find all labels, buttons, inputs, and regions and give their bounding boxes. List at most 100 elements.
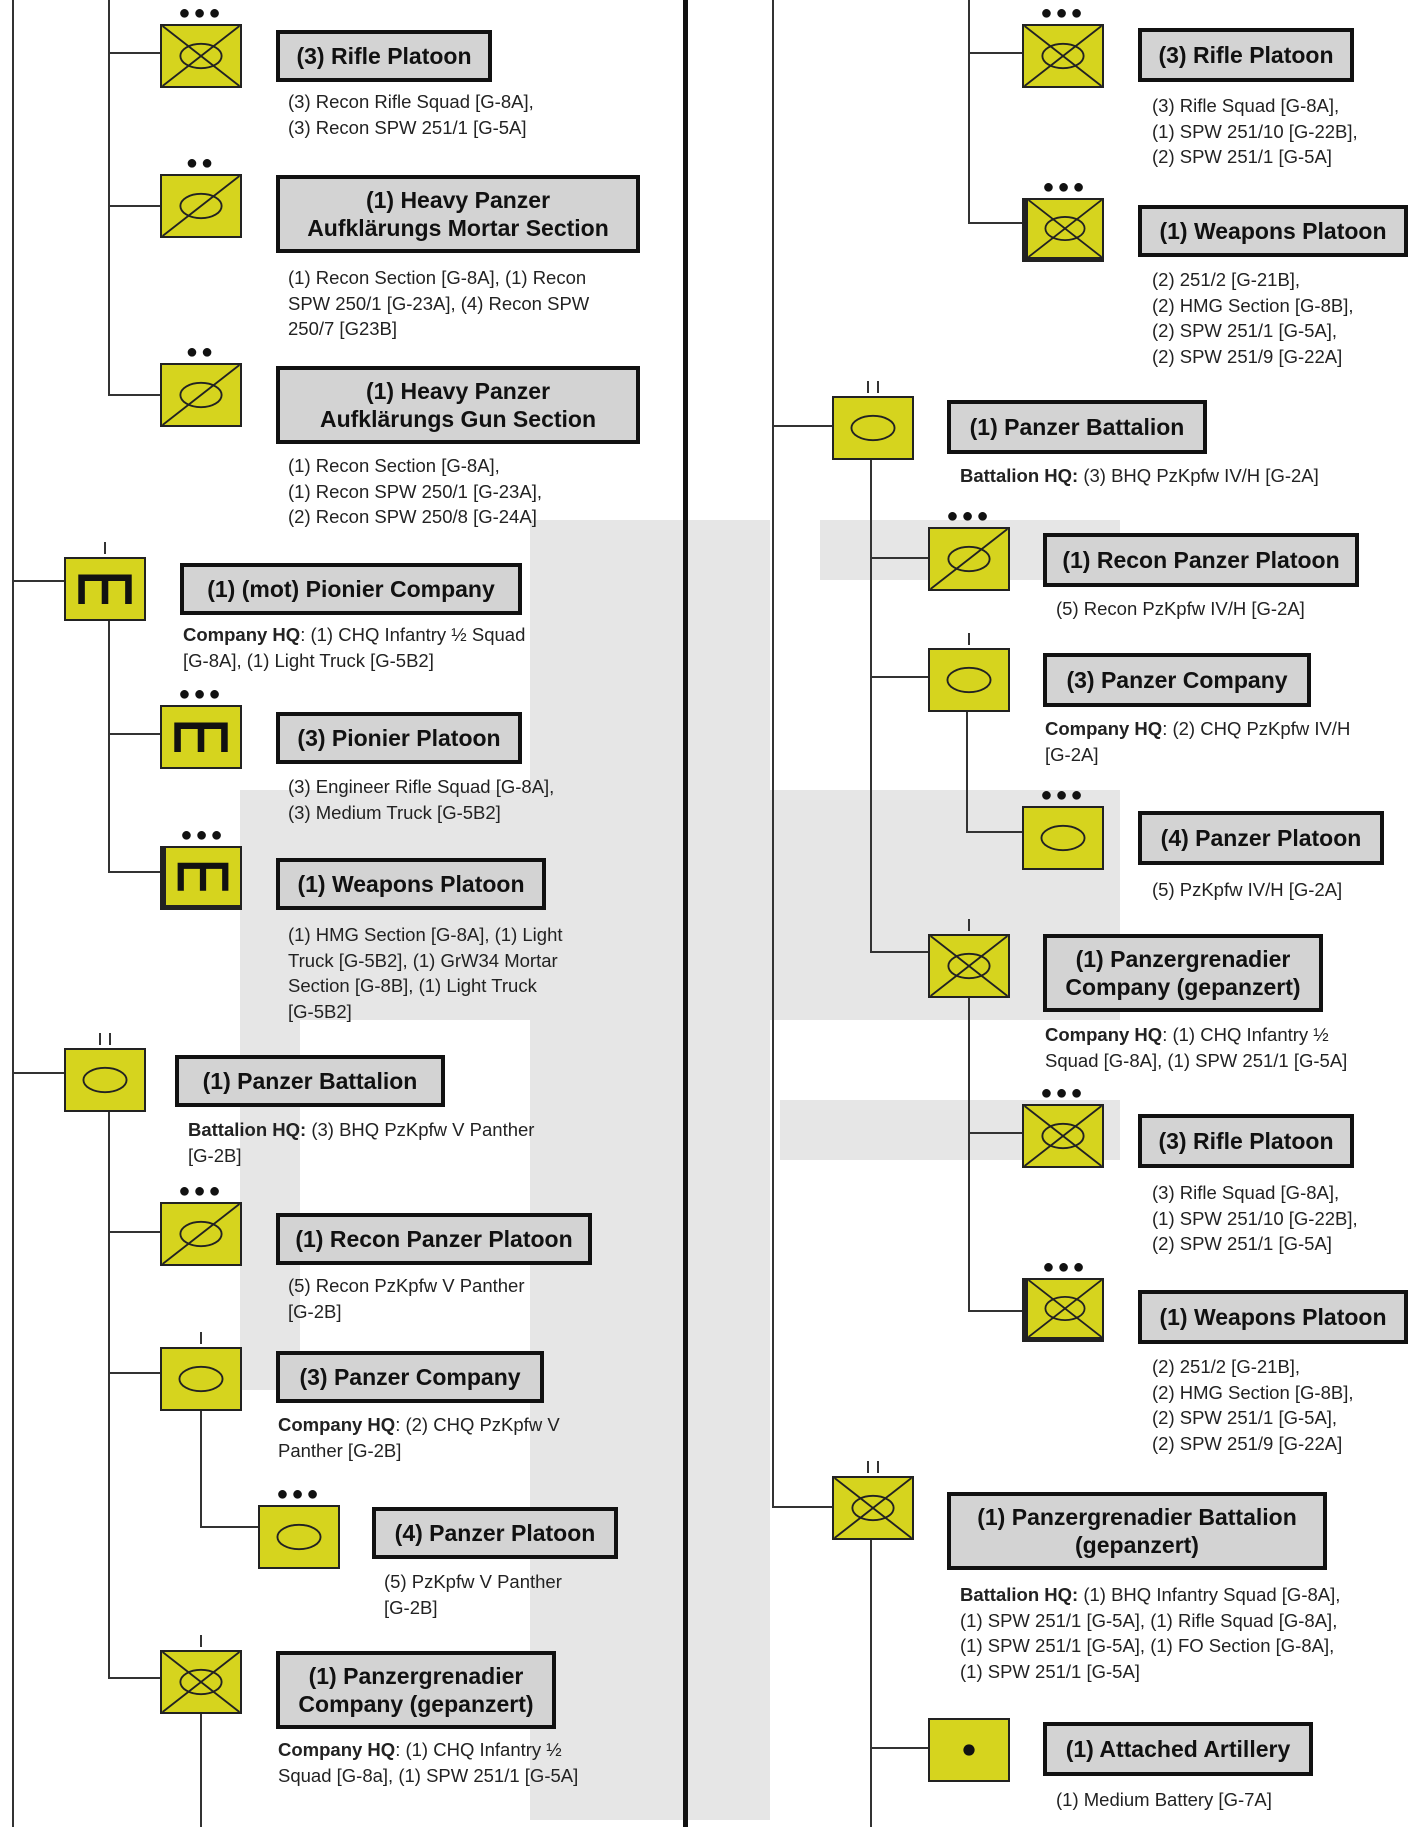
unit-title: (1) Panzergrenadier Company (gepanzert) [1043, 934, 1323, 1012]
unit-description: (1) HMG Section [G-8A], (1) Light Truck … [288, 924, 563, 1022]
connector [968, 52, 1022, 54]
unit-title: (1) Weapons Platoon [1138, 1290, 1408, 1344]
unit-title: (3) Panzer Company [276, 1351, 544, 1403]
infantry-symbol: ●●● [1022, 1083, 1104, 1168]
armor-icon [1040, 824, 1086, 852]
unit-title: (1) Heavy Panzer Aufklärungs Gun Section [276, 366, 640, 444]
unit-description: Battalion HQ: (1) BHQ Infantry Squad [G-… [960, 1582, 1415, 1684]
recon-armor-symbol: ●●● [160, 1181, 242, 1266]
hq-label: Company HQ [278, 1739, 396, 1760]
page-divider [683, 0, 688, 1827]
connector [968, 222, 1022, 224]
connector [966, 709, 968, 832]
infantry-symbol [928, 919, 1010, 998]
engineer-symbol: ●●● [160, 825, 242, 910]
connector [772, 425, 832, 427]
platoon-size-marker: ●●● [180, 824, 226, 846]
armored-infantry-icon [1028, 200, 1102, 257]
artillery-symbol [928, 1718, 1010, 1782]
artillery-dot-icon [963, 1744, 975, 1756]
engineer-icon [174, 722, 228, 752]
infantry-symbol: ●●● [1022, 177, 1104, 262]
armor-symbol [64, 1033, 146, 1112]
platoon-size-marker: ●●● [178, 2, 224, 24]
unit-title: (4) Panzer Platoon [1138, 811, 1384, 865]
company-size-marker [104, 542, 106, 554]
connector [870, 557, 928, 559]
connector [968, 1132, 1022, 1134]
hq-label: Company HQ [183, 624, 301, 645]
unit-title: (3) Rifle Platoon [276, 30, 492, 82]
armor-icon [82, 1066, 128, 1094]
unit-description: (3) Rifle Squad [G-8A], (1) SPW 251/10 [… [1152, 95, 1358, 167]
unit-title: (3) Pionier Platoon [276, 712, 522, 764]
platoon-size-marker: ●●● [276, 1483, 322, 1505]
connector [772, 0, 774, 1507]
connector [870, 676, 928, 678]
platoon-size-marker: ●●● [1040, 784, 1086, 806]
connector [12, 1072, 64, 1074]
platoon-size-marker: ●●● [1040, 1082, 1086, 1104]
recon-icon [162, 1204, 240, 1264]
connector [200, 1405, 202, 1527]
engineer-icon [177, 862, 229, 891]
unit-description: (5) Recon PzKpfw IV/H [G-2A] [1056, 598, 1305, 619]
platoon-size-marker: ●●● [178, 1180, 224, 1202]
connector [870, 456, 872, 952]
platoon-size-marker: ●●● [1040, 2, 1086, 24]
platoon-size-marker: ●●● [1042, 1256, 1088, 1278]
hq-label: Battalion HQ: [960, 1584, 1079, 1605]
unit-description: (5) PzKpfw IV/H [G-2A] [1152, 879, 1343, 900]
unit-title: (3) Panzer Company [1043, 653, 1311, 707]
connector [966, 831, 1022, 833]
hq-detail: (3) BHQ PzKpfw IV/H [G-2A] [1078, 465, 1319, 486]
unit-title: (1) Heavy Panzer Aufklärungs Mortar Sect… [276, 175, 640, 253]
infantry-symbol: ●●● [1022, 1257, 1104, 1342]
armored-infantry-icon [162, 1652, 240, 1712]
hq-label: Company HQ [278, 1414, 396, 1435]
hq-label: Company HQ [1045, 1024, 1163, 1045]
company-size-marker [200, 1332, 202, 1344]
armor-symbol [832, 381, 914, 460]
company-size-marker [968, 633, 970, 645]
recon-icon [930, 529, 1008, 589]
unit-title: (1) Recon Panzer Platoon [276, 1213, 592, 1265]
recon-armor-symbol: ●●● [928, 506, 1010, 591]
hq-label: Battalion HQ: [188, 1119, 307, 1140]
unit-description: (5) Recon PzKpfw V Panther [G-2B] [288, 1275, 525, 1322]
hq-detail: : (1) CHQ Infantry ½ Squad [G-8A], (1) S… [1045, 1024, 1348, 1071]
battalion-size-marker [867, 381, 879, 393]
unit-title: (1) Panzer Battalion [175, 1055, 445, 1107]
connector [108, 394, 160, 396]
hq-detail: : (1) CHQ Infantry ½ Squad [G-8A], (1) L… [183, 624, 526, 671]
unit-title: (1) Weapons Platoon [1138, 205, 1408, 257]
armored-infantry-icon [1024, 1106, 1102, 1166]
engineer-symbol [64, 542, 146, 621]
hq-detail: : (1) CHQ Infantry ½ Squad [G-8a], (1) S… [278, 1739, 579, 1786]
unit-description: Battalion HQ: (3) BHQ PzKpfw IV/H [G-2A] [960, 463, 1410, 489]
armored-infantry-icon [162, 26, 240, 86]
hq-label: Battalion HQ: [960, 465, 1079, 486]
hq-detail: : (2) CHQ PzKpfw V Panther [G-2B] [278, 1414, 560, 1461]
connector [108, 205, 160, 207]
armor-symbol: ●●● [258, 1484, 340, 1569]
armored-infantry-icon [1024, 26, 1102, 86]
unit-title: (1) Attached Artillery [1043, 1722, 1313, 1776]
armor-icon [850, 414, 896, 442]
connector [108, 871, 160, 873]
connector [108, 1372, 160, 1374]
battalion-size-marker [99, 1033, 111, 1045]
armor-icon [946, 666, 992, 694]
connector [108, 733, 160, 735]
unit-description: (3) Engineer Rifle Squad [G-8A], (3) Med… [288, 776, 555, 823]
connector [108, 1231, 160, 1233]
unit-description: Company HQ: (1) CHQ Infantry ½ Squad [G-… [1045, 1022, 1415, 1073]
unit-description: (1) Medium Battery [G-7A] [1056, 1789, 1272, 1810]
infantry-symbol [832, 1461, 914, 1540]
armored-infantry-icon [834, 1478, 912, 1538]
connector [108, 0, 110, 395]
connector [870, 1747, 928, 1749]
connector [968, 0, 970, 223]
connector [200, 1710, 202, 1827]
unit-description: (2) 251/2 [G-21B], (2) HMG Section [G-8B… [1152, 1356, 1354, 1454]
